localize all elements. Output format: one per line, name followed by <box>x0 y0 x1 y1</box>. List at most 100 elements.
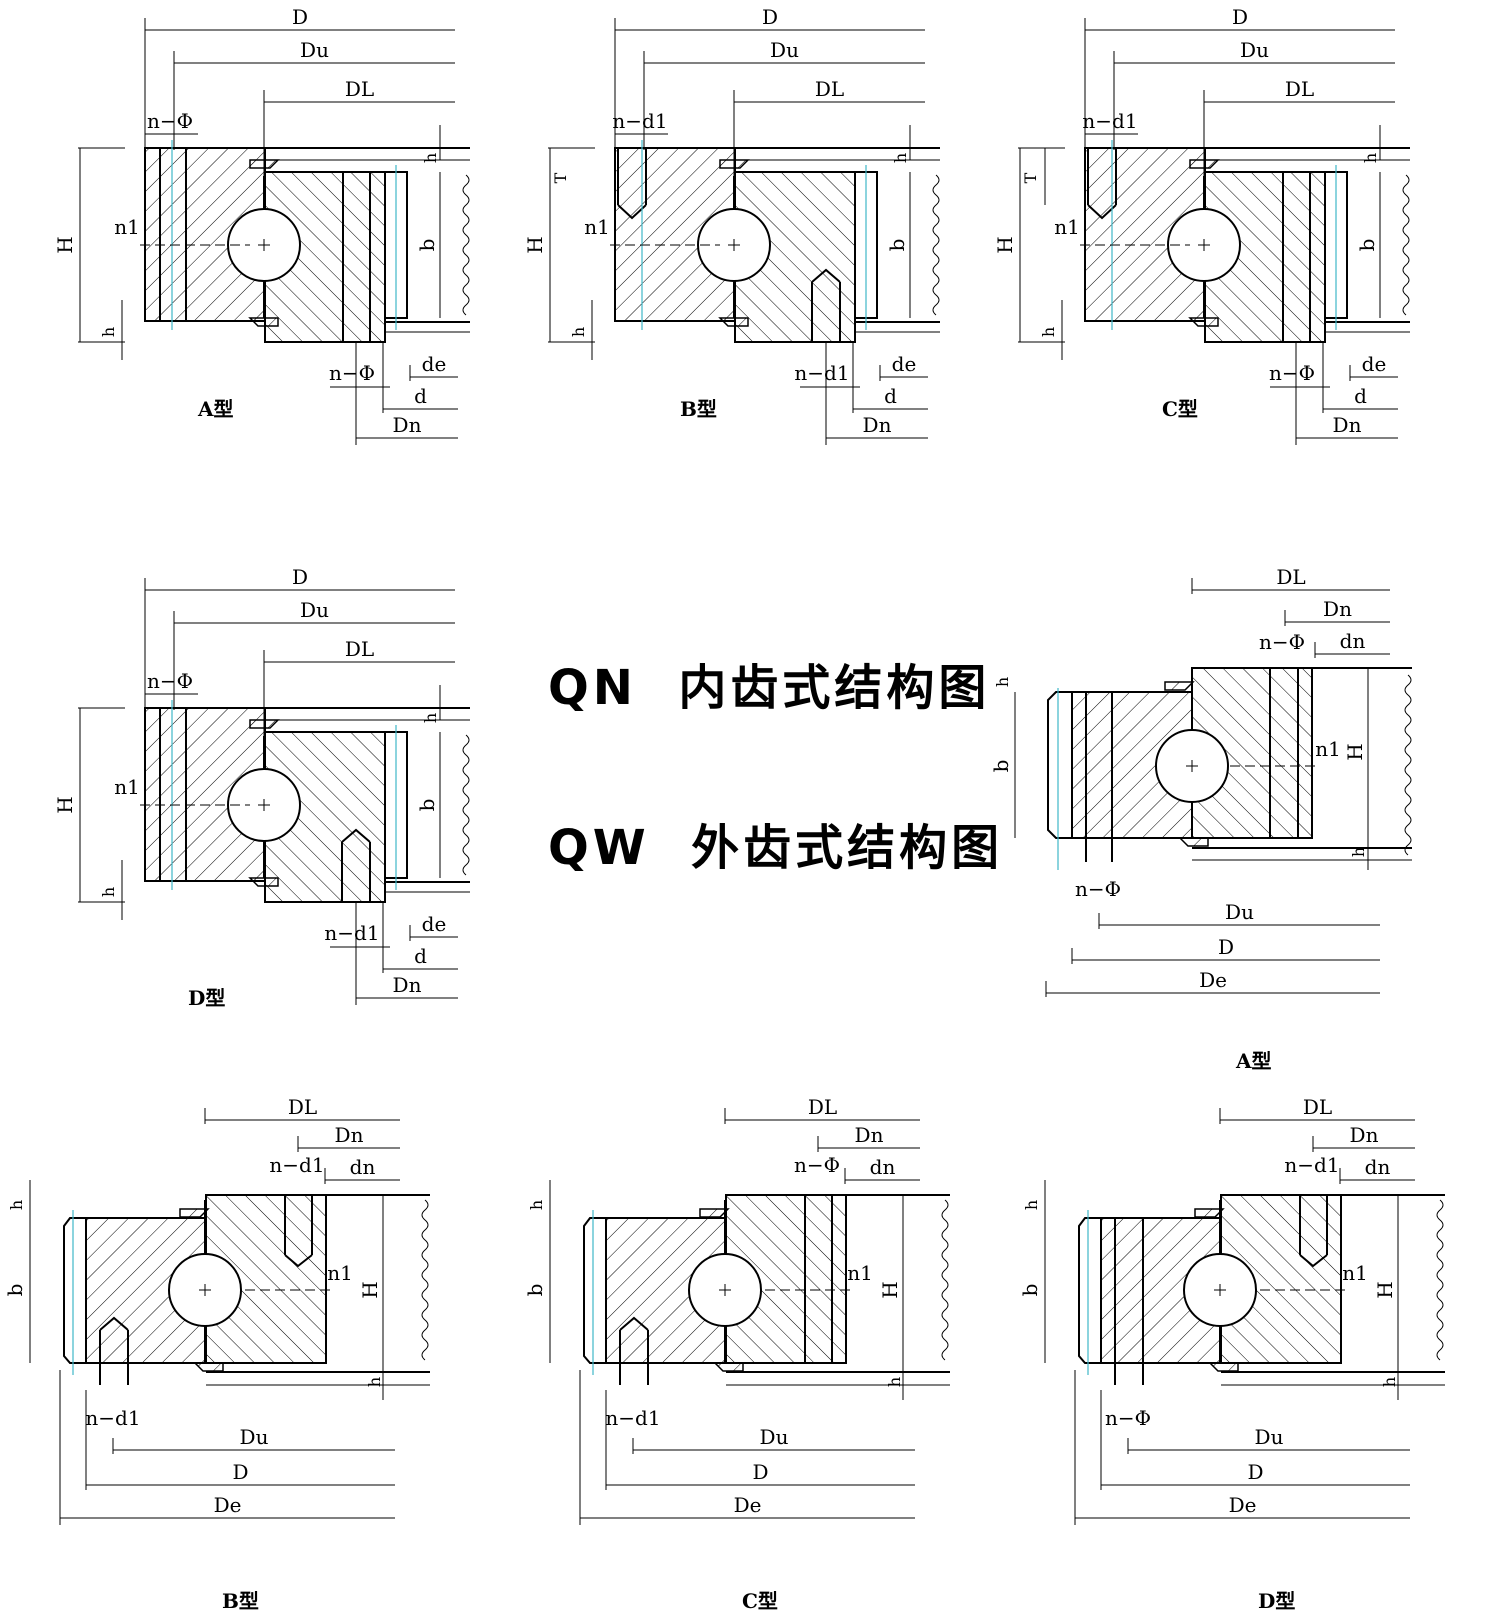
dim-Dn: Dn <box>335 1123 364 1147</box>
dim-dn: dn <box>350 1155 376 1179</box>
caption-qw-b: B型 <box>222 1589 259 1613</box>
dim-Dn: Dn <box>1323 597 1352 621</box>
dim-Du: Du <box>1240 38 1269 62</box>
dim-Du: Du <box>300 598 329 622</box>
dim-b: b <box>989 760 1013 773</box>
dim-Du: Du <box>240 1425 269 1449</box>
dim-D: D <box>232 1460 248 1484</box>
qw-title: QW 外齿式结构图 <box>548 820 1004 876</box>
dim-h-right: h <box>1380 1377 1399 1387</box>
label-top-hole: n−d1 <box>612 109 667 133</box>
dim-DL: DL <box>1285 77 1314 101</box>
break-line <box>462 734 470 876</box>
seal-ring <box>249 719 280 729</box>
qn-title: QN 内齿式结构图 <box>548 660 991 716</box>
dim-DL: DL <box>815 77 844 101</box>
seal-ring <box>1178 837 1209 847</box>
dim-H: H <box>53 796 77 813</box>
dim-T: T <box>1021 172 1040 183</box>
caption-qn-a: A型 <box>198 397 234 421</box>
caption-qn-c: C型 <box>1162 397 1198 421</box>
tapped-hole-tip <box>617 204 647 220</box>
seal-ring <box>179 1208 210 1218</box>
seal-ring <box>248 877 279 887</box>
label-n1: n1 <box>847 1261 873 1285</box>
dim-H: H <box>878 1281 902 1298</box>
label-n1: n1 <box>114 775 140 799</box>
dim-DL: DL <box>808 1095 837 1119</box>
dim-h-bottom: h <box>99 887 118 897</box>
dim-DL: DL <box>288 1095 317 1119</box>
label-top-hole: n−Φ <box>1259 630 1305 654</box>
break-line <box>941 1199 949 1361</box>
dim-h-left: h <box>1022 1200 1041 1210</box>
break-line <box>1404 674 1412 856</box>
dim-De: De <box>734 1493 762 1517</box>
caption-qw-c: C型 <box>742 1589 778 1613</box>
dim-D: D <box>1232 5 1248 29</box>
label-top-hole: n−Φ <box>794 1153 840 1177</box>
dim-H: H <box>993 236 1017 253</box>
seal-ring <box>248 317 279 327</box>
dim-DL: DL <box>1303 1095 1332 1119</box>
caption-qn-b: B型 <box>680 397 717 421</box>
dim-De: De <box>1229 1493 1257 1517</box>
seal-ring <box>1194 1208 1225 1218</box>
tapped-hole-tip <box>341 828 371 843</box>
break-line <box>462 174 470 316</box>
gear-teeth <box>1078 1217 1101 1364</box>
tapped-hole-tip <box>619 1316 649 1331</box>
break-line <box>421 1199 429 1361</box>
dim-D: D <box>292 565 308 589</box>
gear-teeth <box>63 1217 86 1364</box>
dim-h-right: h <box>1349 847 1368 857</box>
dim-D: D <box>1218 935 1234 959</box>
dim-h-top: h <box>891 153 910 163</box>
label-bottom-hole: n−d1 <box>85 1406 140 1430</box>
dim-DL: DL <box>1276 565 1305 589</box>
dim-H: H <box>358 1281 382 1298</box>
dim-H: H <box>1343 743 1367 760</box>
dim-dn: dn <box>1365 1155 1391 1179</box>
gear-teeth <box>1047 691 1072 839</box>
label-bottom-hole: n−Φ <box>329 361 375 385</box>
seal-ring <box>719 159 750 169</box>
inner-ring-section <box>205 1194 327 1364</box>
dim-Du: Du <box>1255 1425 1284 1449</box>
dim-h-top: h <box>421 153 440 163</box>
dim-h-bottom: h <box>1039 327 1058 337</box>
break-line <box>1402 174 1410 316</box>
dim-de: de <box>422 352 447 376</box>
dim-b: b <box>885 239 909 252</box>
label-n1: n1 <box>327 1261 353 1285</box>
label-bottom-hole: n−d1 <box>794 361 849 385</box>
dim-D: D <box>1247 1460 1263 1484</box>
label-top-hole: n−Φ <box>147 669 193 693</box>
seal-ring <box>713 1362 744 1372</box>
label-n1: n1 <box>1315 737 1341 761</box>
label-n1: n1 <box>584 215 610 239</box>
label-bottom-hole: n−Φ <box>1269 361 1315 385</box>
label-bottom-hole: n−d1 <box>605 1406 660 1430</box>
dim-Dn: Dn <box>1333 413 1362 437</box>
dim-b: b <box>3 1284 27 1297</box>
dim-b: b <box>1355 239 1379 252</box>
tapped-hole-tip <box>99 1316 129 1331</box>
seal-ring <box>193 1362 224 1372</box>
dim-d: d <box>884 384 897 408</box>
seal-ring <box>1208 1362 1239 1372</box>
dim-h-left: h <box>527 1200 546 1210</box>
dim-DL: DL <box>345 637 374 661</box>
seal-ring <box>1164 681 1195 691</box>
label-bottom-hole: n−d1 <box>324 921 379 945</box>
label-n1: n1 <box>114 215 140 239</box>
dim-Du: Du <box>1225 900 1254 924</box>
dim-H: H <box>53 236 77 253</box>
dim-Dn: Dn <box>1350 1123 1379 1147</box>
dim-T: T <box>551 172 570 183</box>
dim-h-top: h <box>1361 153 1380 163</box>
seal-ring <box>699 1208 730 1218</box>
dim-de: de <box>422 912 447 936</box>
